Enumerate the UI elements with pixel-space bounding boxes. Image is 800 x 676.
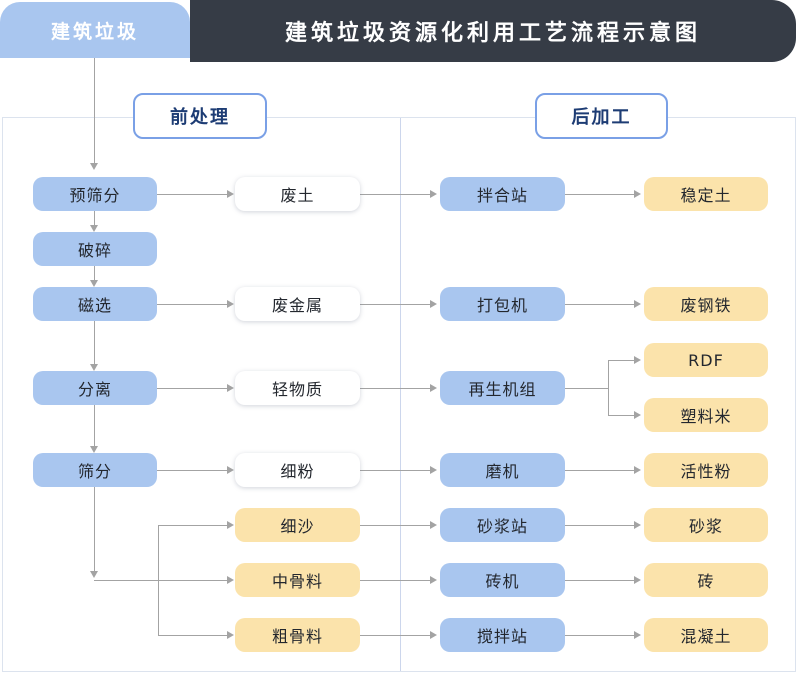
- arrow-right-icon: [430, 384, 437, 392]
- connector-line: [564, 525, 634, 526]
- arrow-right-icon: [227, 384, 234, 392]
- node-active-powder: 活性粉: [644, 453, 768, 487]
- arrow-down-icon: [90, 446, 98, 453]
- node-mortar-plant: 砂浆站: [440, 508, 565, 542]
- arrow-right-icon: [227, 576, 234, 584]
- connector-line: [94, 266, 95, 280]
- arrow-right-icon: [634, 190, 641, 198]
- connector-line: [359, 388, 430, 389]
- source-tab: 建筑垃圾: [0, 2, 190, 58]
- node-fine-sand: 细沙: [235, 508, 360, 542]
- section-header-postprocessing: 后加工: [535, 93, 668, 139]
- arrow-right-icon: [634, 411, 641, 419]
- arrow-right-icon: [430, 521, 437, 529]
- node-waste-metal: 废金属: [235, 287, 360, 321]
- node-fine-powder: 细粉: [235, 453, 360, 487]
- arrow-right-icon: [227, 300, 234, 308]
- arrow-right-icon: [634, 521, 641, 529]
- arrow-right-icon: [634, 576, 641, 584]
- connector-line: [564, 194, 634, 195]
- connector-line: [157, 194, 227, 195]
- node-mill: 磨机: [440, 453, 565, 487]
- connector-line: [157, 388, 227, 389]
- connector-line: [94, 58, 95, 163]
- node-regeneration-unit: 再生机组: [440, 371, 565, 405]
- node-mortar: 砂浆: [644, 508, 768, 542]
- node-plastic-pellets: 塑料米: [644, 398, 768, 432]
- connector-line: [157, 304, 227, 305]
- page-title: 建筑垃圾资源化利用工艺流程示意图: [284, 21, 701, 46]
- node-rdf: RDF: [644, 343, 768, 377]
- arrow-right-icon: [227, 521, 234, 529]
- node-separation: 分离: [33, 371, 157, 405]
- connector-line: [94, 580, 227, 581]
- connector-line: [94, 487, 95, 571]
- connector-line: [359, 194, 430, 195]
- node-scrap-steel: 废钢铁: [644, 287, 768, 321]
- connector-line: [158, 525, 159, 635]
- arrow-right-icon: [634, 631, 641, 639]
- node-pre-screening: 预筛分: [33, 177, 157, 211]
- section-header-pretreatment: 前处理: [133, 93, 267, 139]
- connector-line: [608, 360, 634, 361]
- arrow-right-icon: [430, 631, 437, 639]
- arrow-right-icon: [430, 300, 437, 308]
- node-concrete-batching-plant: 搅拌站: [440, 618, 565, 652]
- connector-line: [359, 635, 430, 636]
- node-brick: 砖: [644, 563, 768, 597]
- connector-line: [564, 304, 634, 305]
- connector-line: [94, 321, 95, 364]
- arrow-right-icon: [227, 190, 234, 198]
- arrow-down-icon: [90, 364, 98, 371]
- arrow-down-icon: [90, 163, 98, 170]
- node-medium-aggregate: 中骨料: [235, 563, 360, 597]
- connector-line: [608, 415, 634, 416]
- node-magnetic-separation: 磁选: [33, 287, 157, 321]
- arrow-right-icon: [227, 466, 234, 474]
- connector-line: [608, 360, 609, 415]
- connector-line: [564, 635, 634, 636]
- connector-line: [94, 211, 95, 225]
- arrow-right-icon: [634, 300, 641, 308]
- source-tab-label: 建筑垃圾: [50, 20, 139, 43]
- connector-line: [359, 580, 430, 581]
- arrow-right-icon: [634, 356, 641, 364]
- connector-line: [158, 525, 227, 526]
- section-divider: [400, 118, 401, 671]
- arrow-down-icon: [90, 225, 98, 232]
- connector-line: [564, 388, 608, 389]
- connector-line: [564, 470, 634, 471]
- connector-line: [359, 304, 430, 305]
- connector-line: [359, 525, 430, 526]
- arrow-right-icon: [430, 576, 437, 584]
- node-stabilized-soil: 稳定土: [644, 177, 768, 211]
- connector-line: [158, 635, 227, 636]
- node-brick-machine: 砖机: [440, 563, 565, 597]
- node-screening: 筛分: [33, 453, 157, 487]
- node-mixing-plant: 拌合站: [440, 177, 565, 211]
- arrow-right-icon: [227, 631, 234, 639]
- node-light-material: 轻物质: [235, 371, 360, 405]
- connector-line: [157, 470, 227, 471]
- arrow-right-icon: [634, 466, 641, 474]
- title-bar: 建筑垃圾资源化利用工艺流程示意图: [190, 0, 796, 62]
- connector-line: [359, 470, 430, 471]
- node-waste-soil: 废土: [235, 177, 360, 211]
- node-concrete: 混凝土: [644, 618, 768, 652]
- arrow-down-icon: [90, 571, 98, 578]
- node-baler: 打包机: [440, 287, 565, 321]
- node-crushing: 破碎: [33, 232, 157, 266]
- arrow-down-icon: [90, 280, 98, 287]
- arrow-right-icon: [430, 466, 437, 474]
- arrow-right-icon: [430, 190, 437, 198]
- connector-line: [94, 405, 95, 446]
- node-coarse-aggregate: 粗骨料: [235, 618, 360, 652]
- content-frame: [2, 117, 796, 672]
- connector-line: [564, 580, 634, 581]
